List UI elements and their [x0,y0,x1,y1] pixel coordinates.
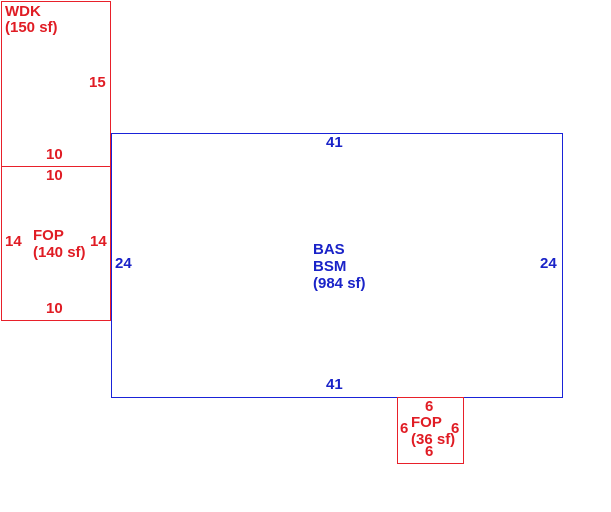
fop-left-area-label: (140 sf) [33,244,86,261]
wdk-bottom-dimension: 10 [46,146,63,163]
wdk-area-label: (150 sf) [5,19,58,36]
bas-area-label: (984 sf) [313,275,366,292]
bas-top-dimension: 41 [326,134,343,151]
fop-left-code-label: FOP [33,227,64,244]
fop-bottom-top-dimension: 6 [425,398,434,415]
fop-left-right-dimension: 14 [90,233,107,250]
bas-area-outline [111,133,563,398]
fop-left-area-outline [1,166,111,321]
bas-right-dimension: 24 [540,255,557,272]
bas-left-dimension: 24 [115,255,132,272]
fop-bottom-left-dimension: 6 [400,420,409,437]
bas-bottom-dimension: 41 [326,376,343,393]
fop-bottom-right-dimension: 6 [451,420,460,437]
fop-left-bottom-dimension: 10 [46,300,63,317]
wdk-code-label: WDK [5,3,41,20]
fop-bottom-area-outline [397,397,464,464]
wdk-side-dimension: 15 [89,74,106,91]
bas-code-label: BAS [313,241,345,258]
fop-left-left-dimension: 14 [5,233,22,250]
fop-bottom-bottom-dimension: 6 [425,443,434,460]
bsm-code-label: BSM [313,258,347,275]
fop-bottom-area-label: (36 sf) [411,431,456,448]
fop-left-top-dimension: 10 [46,167,63,184]
fop-bottom-code-label: FOP [411,414,442,431]
